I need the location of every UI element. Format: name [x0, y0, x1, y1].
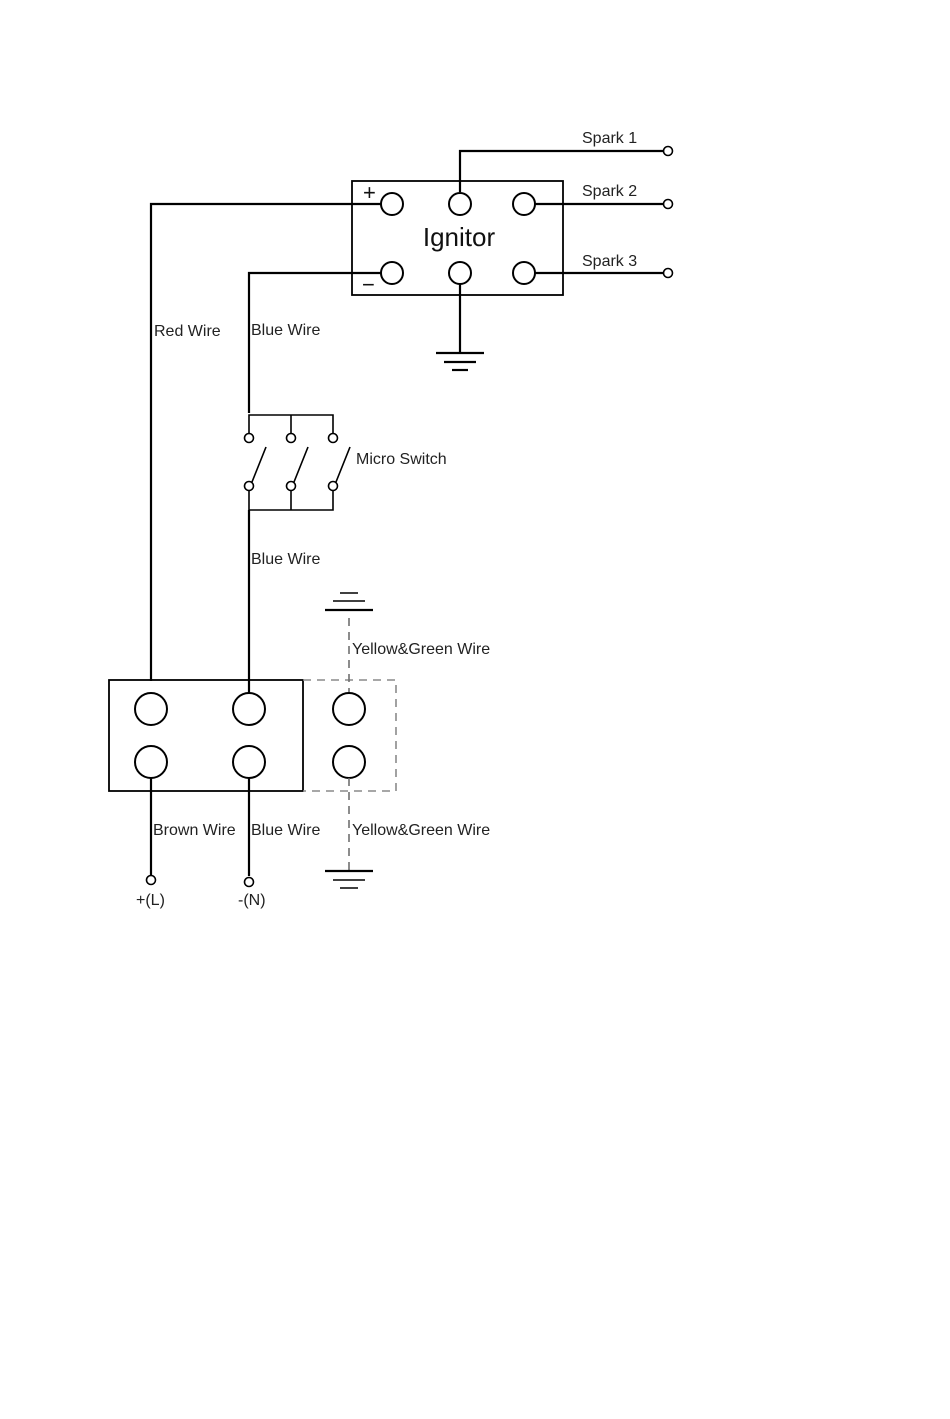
spark-1-pin: [664, 147, 673, 156]
blue-wire-middle-label: Blue Wire: [251, 551, 320, 568]
brown-wire-label: Brown Wire: [153, 822, 236, 839]
terminal-blue-bottom: [233, 746, 265, 778]
terminal-blue-top: [233, 693, 265, 725]
blue-wire-upper-label: Blue Wire: [251, 322, 320, 339]
live-label: +(L): [136, 892, 165, 909]
terminal-block-box: [109, 680, 303, 791]
yellow-green-wire-lower-label: Yellow&Green Wire: [352, 822, 490, 839]
lower-ground-icon: [325, 871, 373, 888]
spark-2-label: Spark 2: [582, 183, 637, 200]
micro-switch-label: Micro Switch: [356, 451, 447, 468]
switch-blade-1: [252, 447, 266, 482]
live-pin: [147, 876, 156, 885]
spark-3-pin: [664, 269, 673, 278]
ignitor-minus-sign: −: [362, 272, 375, 297]
terminal-earth-top: [333, 693, 365, 725]
ignitor-terminal-spark-2: [513, 193, 535, 215]
ignitor-terminal-minus: [381, 262, 403, 284]
micro-switch: [245, 415, 351, 510]
neutral-label: -(N): [238, 892, 266, 909]
terminal-earth-bottom: [333, 746, 365, 778]
switch-blade-3: [336, 447, 350, 482]
ignitor-ground-icon: [436, 353, 484, 370]
ignitor-title: Ignitor: [423, 222, 496, 252]
switch-blade-2: [294, 447, 308, 482]
terminal-block: [109, 680, 396, 791]
ignitor-terminal-ground: [449, 262, 471, 284]
red-wire-label: Red Wire: [154, 323, 221, 340]
yellow-green-wire-upper-label: Yellow&Green Wire: [352, 641, 490, 658]
terminal-brown-bottom: [135, 746, 167, 778]
ignitor-plus-sign: +: [363, 180, 376, 205]
neutral-pin: [245, 878, 254, 887]
ignitor-terminal-spark-3: [513, 262, 535, 284]
spark-1-label: Spark 1: [582, 130, 637, 147]
spark-3-label: Spark 3: [582, 253, 637, 270]
spark-2-pin: [664, 200, 673, 209]
ignitor-terminal-plus: [381, 193, 403, 215]
blue-wire-lower-label: Blue Wire: [251, 822, 320, 839]
upper-ground-icon: [325, 593, 373, 610]
terminal-red-top: [135, 693, 167, 725]
ignitor-terminal-spark-1: [449, 193, 471, 215]
